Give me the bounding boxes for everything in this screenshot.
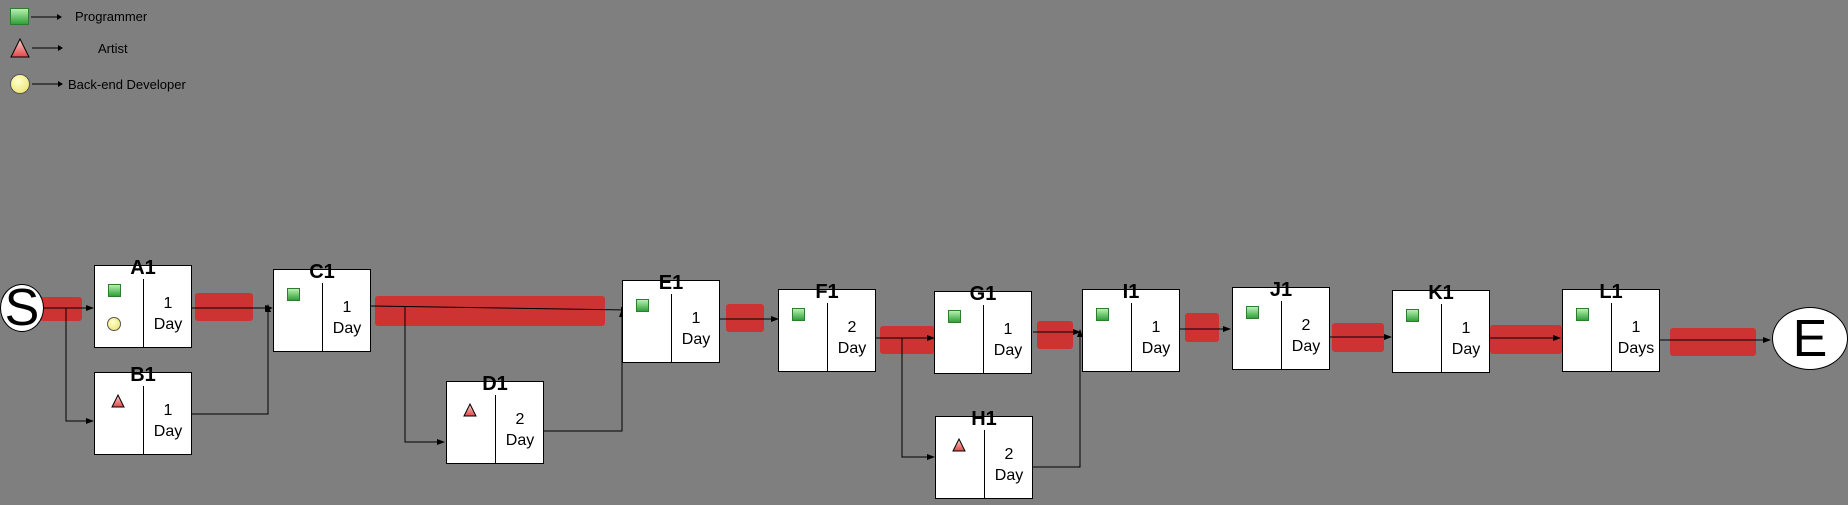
programmer-icon: [1096, 308, 1109, 321]
programmer-icon: [636, 299, 649, 312]
programmer-icon: [1246, 306, 1259, 319]
critical-highlight: [40, 297, 82, 321]
green-square-icon: [10, 8, 29, 25]
programmer-icon: [1576, 308, 1589, 321]
artist-icon: [111, 394, 125, 408]
legend-artist: Artist: [10, 38, 128, 58]
legend-backend-developer: Back-end Developer: [10, 74, 186, 94]
task-title: E1: [658, 272, 684, 294]
programmer-icon: [1406, 309, 1419, 322]
task-title: D1: [482, 373, 508, 395]
arrow-b1-c1: [192, 304, 271, 415]
arrow-f1-h1: [901, 338, 935, 460]
task-duration-unit: Day: [505, 432, 535, 449]
start-label: S: [4, 279, 40, 337]
critical-path-highlights: [40, 293, 1756, 356]
task-duration: 2: [1004, 446, 1014, 463]
legend-programmer: Programmer: [10, 8, 147, 25]
task-duration-unit: Day: [994, 467, 1024, 484]
task-title: K1: [1428, 282, 1454, 304]
task-duration-unit: Days: [1617, 340, 1655, 357]
arrow-s-b1: [65, 308, 94, 424]
task-duration: 2: [1301, 317, 1311, 334]
critical-highlight: [195, 293, 253, 321]
programmer-icon: [792, 308, 805, 321]
task-duration-unit: Day: [681, 331, 711, 348]
connectors: [44, 304, 1771, 468]
critical-highlight: [1185, 313, 1219, 342]
critical-highlight: [1670, 328, 1756, 356]
task-title: I1: [1122, 281, 1140, 303]
task-title: H1: [971, 408, 997, 430]
critical-highlight: [726, 304, 764, 332]
artist-icon: [463, 403, 477, 417]
task-duration-unit: Day: [1451, 341, 1481, 358]
task-title: C1: [309, 261, 335, 283]
red-triangle-icon: [10, 38, 30, 58]
task-duration-unit: Day: [332, 320, 362, 337]
programmer-icon: [287, 288, 300, 301]
arrow-icon: [31, 13, 62, 20]
task-duration: 1: [1631, 319, 1641, 336]
task-title: G1: [969, 283, 997, 305]
backend-developer-icon: [107, 317, 121, 331]
task-duration: 1: [163, 295, 173, 312]
task-title: J1: [1269, 279, 1293, 301]
task-duration: 2: [515, 411, 525, 428]
task-duration-unit: Day: [837, 340, 867, 357]
arrow-c1-d1: [404, 306, 445, 445]
task-duration: 1: [163, 402, 173, 419]
task-duration-unit: Day: [1291, 338, 1321, 355]
arrow-h1-i1: [1033, 329, 1083, 468]
task-title: A1: [130, 257, 156, 279]
critical-highlight: [1037, 321, 1073, 349]
task-duration: 1: [691, 310, 701, 327]
task-duration: 1: [342, 299, 352, 316]
task-duration: 1: [1003, 321, 1013, 338]
programmer-icon: [948, 310, 961, 323]
task-duration: 1: [1461, 320, 1471, 337]
legend-label: Back-end Developer: [68, 76, 186, 92]
arrow-icon: [32, 81, 63, 87]
artist-icon: [952, 438, 966, 452]
task-duration-unit: Day: [153, 316, 183, 333]
end-label: E: [1792, 309, 1828, 368]
task-duration-unit: Day: [1141, 340, 1171, 357]
task-duration-unit: Day: [993, 342, 1023, 359]
arrow-d1-e1: [544, 309, 625, 432]
task-duration: 2: [847, 319, 857, 336]
task-title: B1: [130, 364, 156, 386]
start-node: S: [0, 279, 44, 337]
task-title: L1: [1599, 281, 1623, 303]
arrow-icon: [32, 45, 63, 51]
critical-highlight: [375, 296, 605, 326]
critical-highlight: [880, 326, 935, 354]
end-node: E: [1772, 307, 1848, 370]
legend-label: Artist: [98, 40, 128, 56]
arrow-c1-e1: [370, 305, 629, 313]
programmer-icon: [108, 284, 121, 297]
task-title: F1: [815, 281, 839, 303]
legend-label: Programmer: [75, 9, 148, 24]
critical-highlight: [1490, 325, 1562, 354]
task-duration: 1: [1151, 319, 1161, 336]
yellow-circle-icon: [10, 74, 30, 94]
task-duration-unit: Day: [153, 423, 183, 440]
